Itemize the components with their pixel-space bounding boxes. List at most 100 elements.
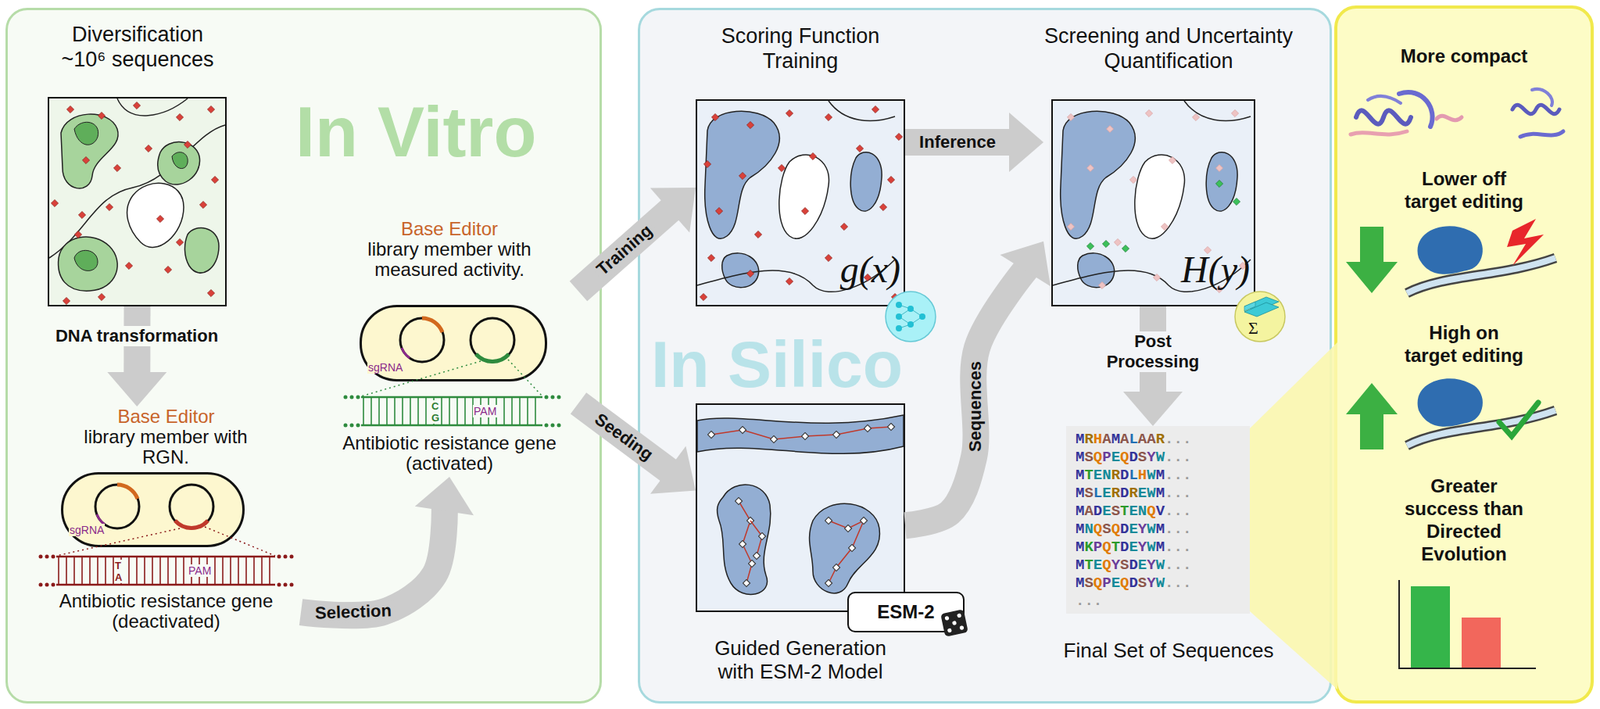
residue: Q (1146, 502, 1156, 520)
text-slot: ESM-2 (848, 601, 963, 623)
diagram-label: T (114, 559, 122, 572)
residue: . (1182, 448, 1192, 466)
drawing-part (697, 415, 904, 454)
panel: More compactLower off target editingHigh… (1334, 5, 1594, 704)
drawing-part (544, 395, 549, 400)
drawing-part (1512, 104, 1560, 115)
residue: . (1164, 556, 1174, 574)
residue: E (1111, 574, 1121, 592)
residue: . (1182, 538, 1192, 556)
residue: Y (1146, 574, 1156, 592)
drawing-part (1399, 579, 1536, 669)
text-slot: High on target editing (1402, 321, 1526, 367)
text-slot: ... (1075, 592, 1248, 611)
flow-arrow (905, 241, 1051, 527)
label-slot: Σ (1247, 318, 1260, 338)
drawing-part (175, 520, 208, 528)
drawing-part (422, 318, 443, 333)
scoring-landscape (697, 100, 899, 298)
drawing-part (1406, 410, 1556, 446)
residue: E (1138, 484, 1147, 502)
drawing-part (184, 228, 219, 274)
diagram-label: C (430, 400, 440, 412)
drawing-part (1417, 225, 1483, 274)
residue: M (1075, 556, 1085, 574)
drawing-part (470, 318, 515, 362)
residue: H (1138, 466, 1147, 484)
sequence-line: MTEQYSDEYW... (1075, 556, 1248, 575)
drawing-part (952, 620, 957, 626)
residue: Y (1146, 556, 1156, 574)
residue: . (1182, 520, 1192, 538)
sequence-line: MTENRDLHWM... (1075, 466, 1248, 485)
residue: M (1075, 520, 1085, 538)
drawing-part (361, 424, 543, 427)
residue: W (1146, 466, 1156, 484)
residue: P (1102, 574, 1111, 592)
drawing-part (828, 520, 864, 584)
drawing-part (551, 395, 555, 400)
text-slot: Greater success than Directed Evolution (1401, 474, 1527, 566)
drawing-part (171, 152, 188, 169)
drawing-part (39, 554, 43, 559)
residue: . (1182, 484, 1192, 502)
residue: M (1156, 538, 1165, 556)
drawing-part (1350, 131, 1407, 135)
drawing-part (361, 396, 543, 399)
drawing-part (703, 109, 899, 298)
residue: R (1128, 484, 1138, 502)
arrow-head (107, 372, 167, 407)
residue: D (1128, 448, 1138, 466)
drawing-part (74, 250, 98, 271)
drawing-part (1367, 96, 1401, 104)
residue: . (1173, 502, 1182, 520)
cell: Base Editorlibrary member with measured … (320, 218, 579, 477)
drawing-part (557, 395, 562, 400)
residue: . (1182, 502, 1192, 520)
process-box: Scoring Function Trainingg(x) (695, 23, 906, 307)
residue: K (1084, 538, 1093, 556)
drawing-part (898, 304, 911, 309)
label-slot: G (430, 411, 441, 424)
label-slot: Sequences (965, 357, 986, 455)
residue: T (1084, 466, 1093, 484)
residue: . (1173, 448, 1182, 466)
residue: E (1128, 520, 1138, 538)
residue: E (1102, 502, 1111, 520)
drawing-part (1406, 257, 1556, 294)
text-slot: Base Editor (31, 406, 301, 427)
arrow-head (650, 187, 696, 233)
text-slot: MNQSQDEYWM... (1075, 520, 1248, 539)
drawing-part (940, 608, 969, 638)
drawing-part (959, 625, 964, 630)
drawing-part (74, 121, 99, 145)
drawing-part (157, 142, 201, 185)
residue: M (1075, 502, 1085, 520)
drawing-part (95, 484, 140, 529)
residue: H (1093, 430, 1103, 448)
residue: E (1128, 538, 1138, 556)
residue: L (1093, 484, 1103, 502)
residue: D (1128, 556, 1138, 574)
residue: Q (1093, 448, 1103, 466)
drawing-part (476, 354, 509, 362)
node-text: More compact (1366, 44, 1562, 68)
residue: . (1164, 466, 1174, 484)
flow-arrow (107, 306, 167, 407)
residue: T (1084, 556, 1093, 574)
residue: M (1075, 574, 1085, 592)
drawing-part (1399, 92, 1433, 127)
residue: . (1084, 592, 1093, 610)
residue: P (1102, 448, 1111, 466)
residue: E (1093, 466, 1103, 484)
drawing-part (1052, 100, 1251, 292)
drawing-part (51, 554, 56, 559)
residue: Q (1120, 448, 1129, 466)
panel: In SilicoScoring Function Trainingg(x)Sc… (637, 7, 1332, 704)
residue: . (1182, 466, 1192, 484)
residue: V (1156, 502, 1165, 520)
residue: . (1075, 592, 1085, 610)
text-slot: Diversification ~10⁶ sequences (55, 21, 220, 72)
sequence-list: MRHAMALAAR...MSQPEQDSYW...MTENRDLHWM...M… (1055, 425, 1282, 665)
residue: Y (1138, 520, 1147, 538)
